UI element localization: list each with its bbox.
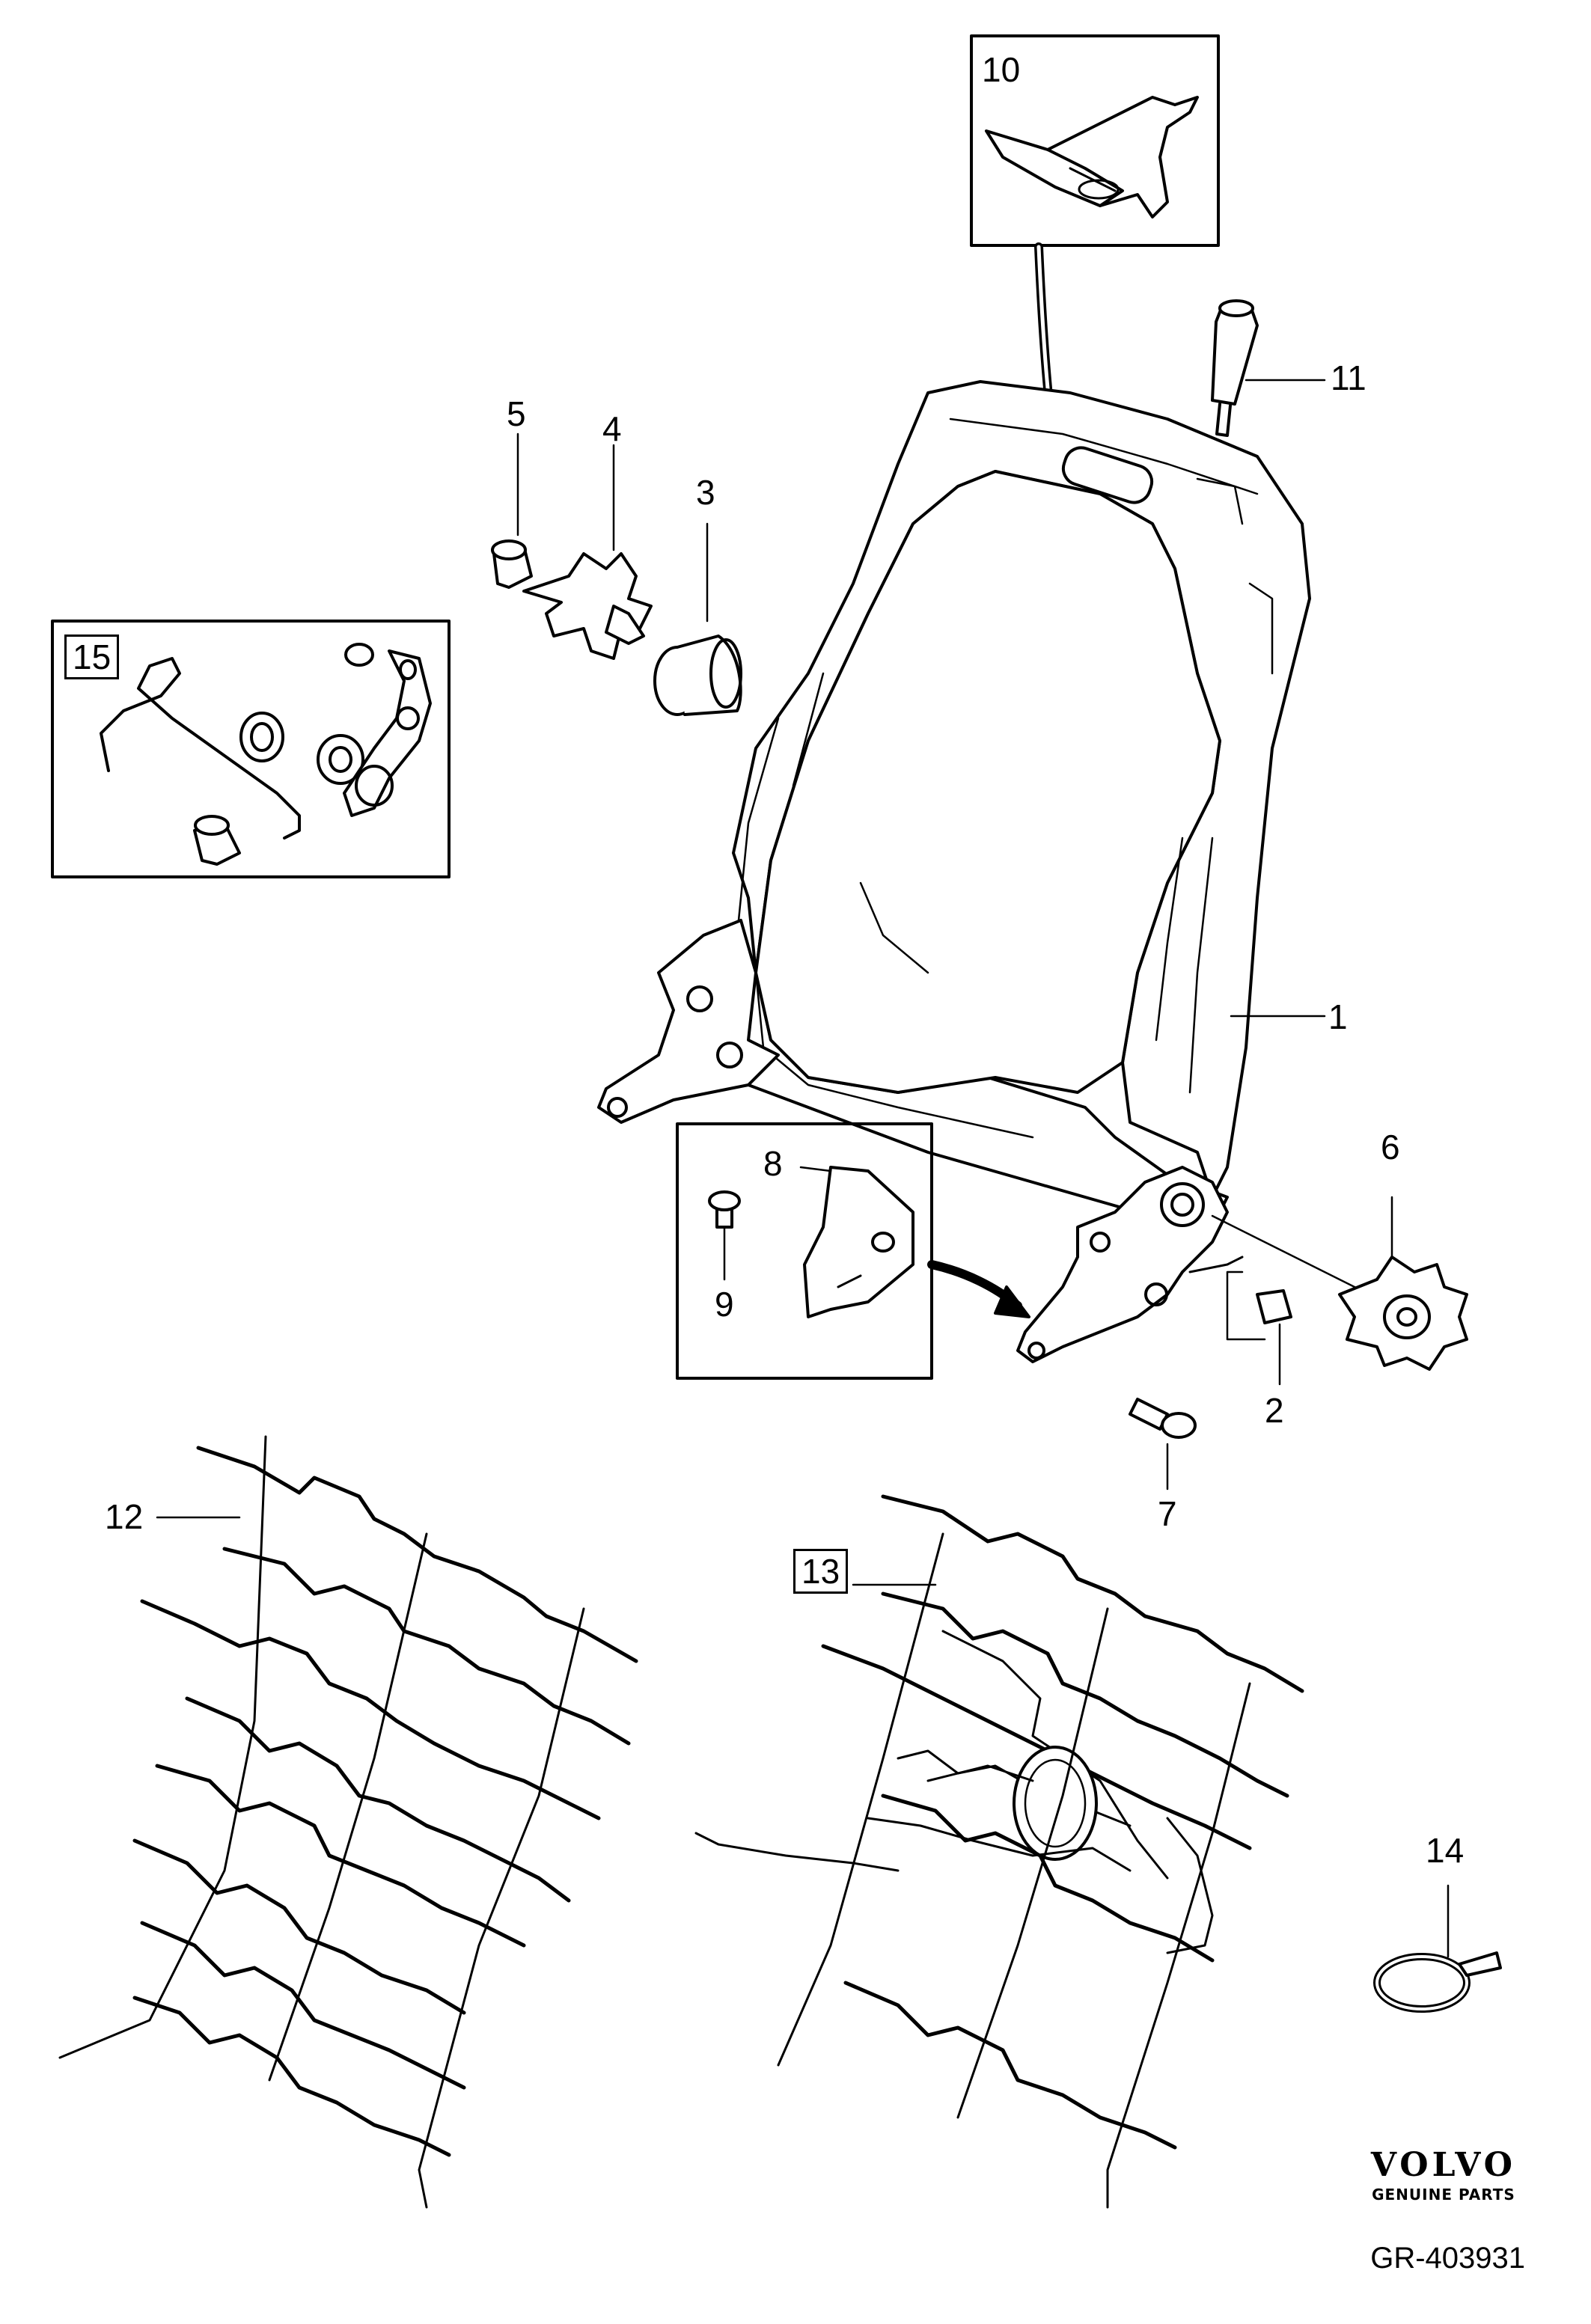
gas-spring-11	[1211, 299, 1326, 437]
bolt-7	[1129, 1398, 1197, 1490]
callout-12: 12	[105, 1497, 144, 1536]
clip-2	[1226, 1270, 1292, 1386]
callout-10: 10	[982, 50, 1021, 89]
seat-back-frame-1	[732, 380, 1326, 1229]
bushing-5	[491, 432, 533, 589]
callout-5: 5	[507, 394, 526, 433]
callout-2: 2	[1265, 1391, 1284, 1430]
brand-tagline: GENUINE PARTS	[1372, 2186, 1515, 2204]
spring-mat-13	[694, 1494, 1304, 2209]
cable-tie-14	[1373, 1884, 1502, 2013]
left-recliner-bracket	[597, 919, 780, 1124]
collar-3	[653, 522, 742, 716]
callout-8: 8	[763, 1144, 783, 1183]
callout-15: 15	[64, 634, 120, 679]
callout-3: 3	[696, 473, 715, 512]
right-recliner-bracket	[1016, 1166, 1386, 1363]
diagram-reference: GR-403931	[1370, 2242, 1525, 2275]
callout-9: 9	[715, 1285, 734, 1324]
callout-7: 7	[1158, 1494, 1177, 1533]
callout-11: 11	[1331, 358, 1366, 397]
star-gear-4	[522, 444, 653, 660]
inset-box-8-9	[676, 1122, 1030, 1380]
callout-13: 13	[793, 1549, 849, 1594]
callout-1: 1	[1328, 997, 1348, 1036]
inset-box-10	[970, 34, 1220, 247]
inset-box-15	[51, 620, 451, 878]
knob-6	[1338, 1196, 1468, 1371]
callout-4: 4	[602, 409, 622, 448]
spring-mat-12	[58, 1435, 638, 2209]
brand-logo: VOLVO	[1370, 2146, 1516, 2184]
callout-6: 6	[1381, 1128, 1400, 1166]
volvo-brand: VOLVO GENUINE PARTS	[1371, 2146, 1516, 2204]
callout-14: 14	[1426, 1831, 1465, 1870]
